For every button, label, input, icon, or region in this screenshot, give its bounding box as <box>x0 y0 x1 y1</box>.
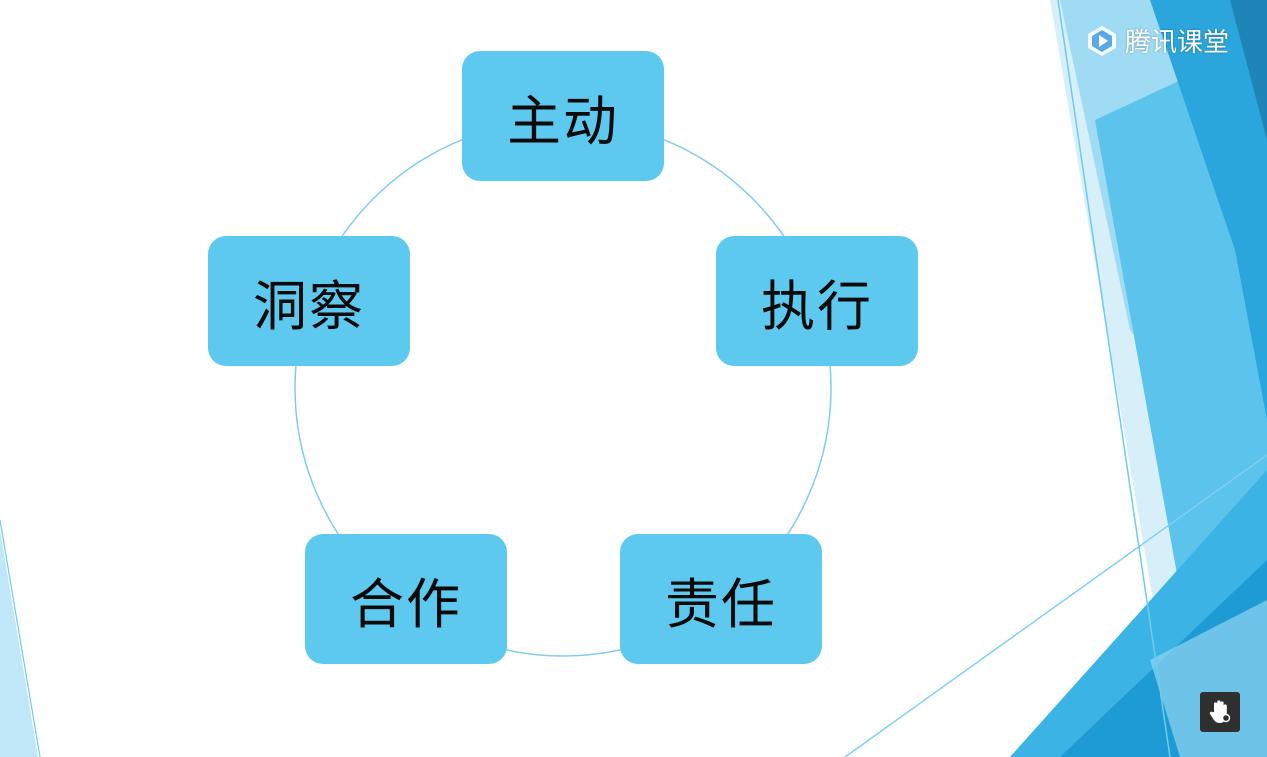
raise-hand-icon <box>1209 700 1231 723</box>
accent-line-1 <box>1057 0 1171 757</box>
accent-line-2 <box>844 454 1267 757</box>
facet-dark-2 <box>1230 0 1267 140</box>
node-zeren: 责任 <box>620 534 822 664</box>
tencent-classroom-watermark: 腾讯课堂 <box>1085 22 1229 59</box>
facet-left <box>0 530 38 757</box>
node-zhudong: 主动 <box>462 51 664 181</box>
play-logo-icon <box>1088 25 1116 56</box>
raise-hand-button[interactable] <box>1200 692 1240 732</box>
facet-dark-1 <box>1150 0 1267 420</box>
watermark-text: 腾讯课堂 <box>1125 28 1230 58</box>
node-hezuo: 合作 <box>305 534 507 664</box>
node-zhixing: 执行 <box>716 236 918 366</box>
accent-line-left <box>0 519 41 757</box>
node-dongcha: 洞察 <box>208 236 410 366</box>
